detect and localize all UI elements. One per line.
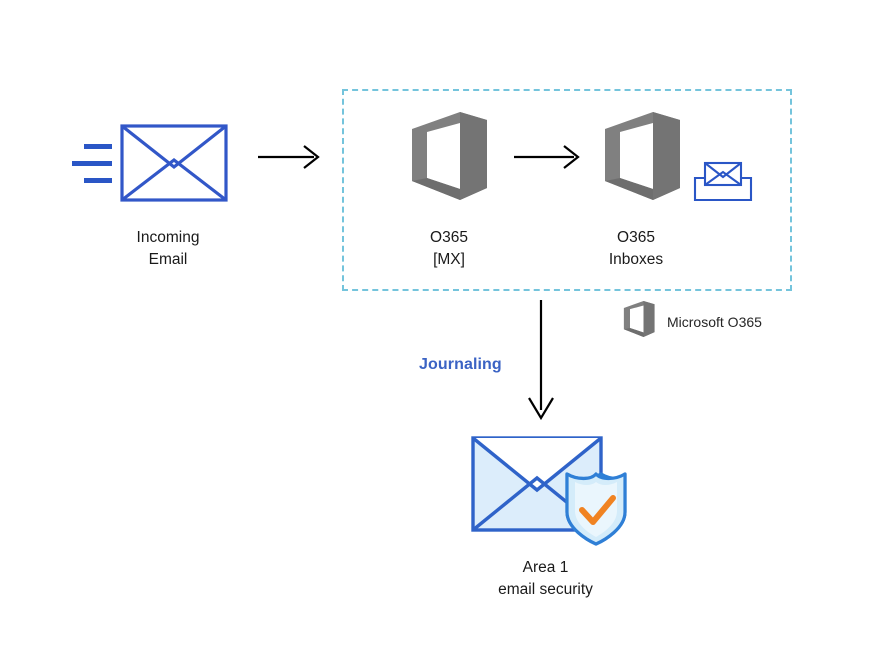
o365-mx-node bbox=[405, 110, 493, 202]
connector-incoming-to-mx bbox=[258, 142, 324, 172]
legend-label-microsoft-o365: Microsoft O365 bbox=[667, 314, 762, 330]
journaling-label: Journaling bbox=[419, 356, 502, 373]
office365-logo-icon bbox=[412, 112, 487, 200]
area1-email-security-caption: Area 1 email security bbox=[498, 559, 593, 598]
area1-email-security-node bbox=[465, 430, 630, 546]
o365-inboxes-node bbox=[598, 110, 686, 202]
arrow-right-icon bbox=[258, 145, 320, 169]
legend-o365-icon-wrapper bbox=[621, 300, 657, 338]
arrow-right-icon bbox=[514, 145, 580, 169]
incoming-email-node bbox=[70, 118, 235, 208]
office365-logo-icon bbox=[605, 112, 680, 200]
connector-mx-to-inboxes bbox=[514, 142, 586, 172]
microsoft-o365-boundary-zone bbox=[342, 89, 792, 291]
envelope-with-speed-lines-icon bbox=[72, 124, 228, 202]
o365-inboxes-caption: O365 Inboxes bbox=[608, 229, 664, 268]
office365-logo-icon bbox=[623, 301, 655, 337]
incoming-email-caption: Incoming Email bbox=[136, 229, 200, 268]
connector-inboxes-to-area1 bbox=[520, 300, 564, 422]
envelope-shield-check-icon bbox=[471, 436, 627, 546]
inbox-tray-node bbox=[692, 160, 754, 208]
arrow-down-icon bbox=[528, 300, 554, 421]
inbox-tray-envelope-icon bbox=[693, 161, 753, 202]
o365-mx-caption: O365 [MX] bbox=[430, 229, 468, 268]
